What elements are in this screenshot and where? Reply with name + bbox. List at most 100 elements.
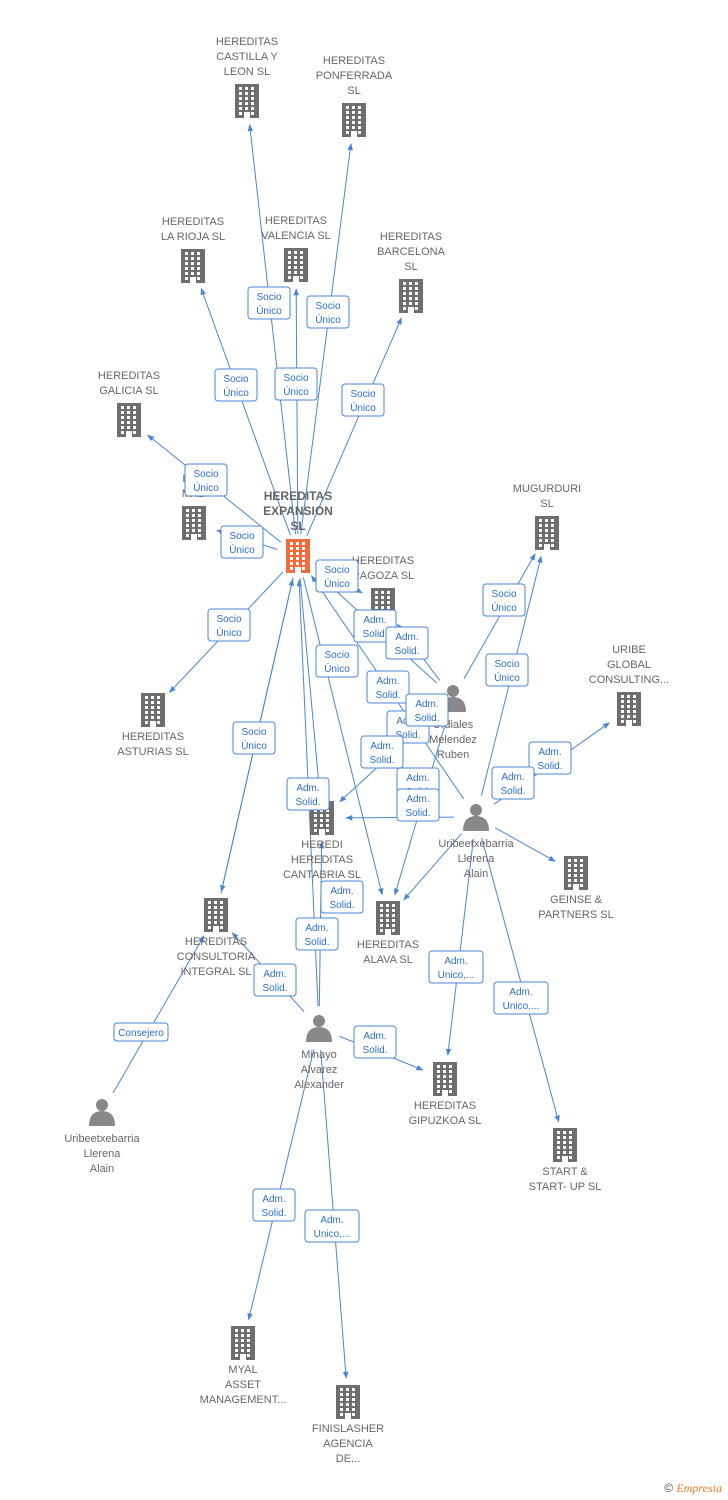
edge-label-box[interactable]: Adm.Solid.	[253, 963, 297, 997]
edge-label-text: Adm.	[444, 956, 467, 967]
copyright-footer: © Empresia	[664, 1481, 722, 1496]
node-label-line: GIPUZKOA SL	[409, 1115, 482, 1127]
node-label-line: Uribeetxebarria	[438, 838, 514, 850]
person-icon	[463, 804, 489, 831]
relationship-edge	[299, 577, 323, 795]
edge-label-box[interactable]: Adm.Solid.	[286, 777, 330, 811]
node-label-line: ASTURIAS SL	[117, 746, 189, 758]
edge-label-box[interactable]: Adm. Unico,...	[428, 950, 484, 984]
edge-label-text: Socio	[494, 659, 519, 670]
edge-label-box[interactable]: Adm.Solid.	[528, 741, 572, 775]
edge-label-text: Socio	[491, 589, 516, 600]
node-label-line: CANTABRIA SL	[283, 869, 361, 881]
edge-label-box[interactable]: Adm.Solid.	[385, 626, 429, 660]
edge-label-text: Adm.	[538, 747, 561, 758]
edge-label-box[interactable]: Adm.Solid.	[353, 1025, 397, 1059]
edge-label-box[interactable]: Adm.Solid.	[252, 1188, 296, 1222]
node-label-line: HEREDITAS	[185, 936, 247, 948]
edge-label-box[interactable]: Adm.Solid.	[320, 880, 364, 914]
node-label-line: START &	[542, 1166, 588, 1178]
edge-label-text: Adm.	[305, 923, 328, 934]
building-icon	[553, 1128, 577, 1162]
edge-label-text: Único	[216, 626, 242, 639]
company-node[interactable]: MYALASSETMANAGEMENT...	[200, 1326, 287, 1406]
edge-label-box[interactable]: Adm.Solid.	[366, 670, 410, 704]
edge-label-text: Socio	[315, 301, 340, 312]
company-node[interactable]: URIBEGLOBALCONSULTING...	[589, 644, 669, 726]
edge-label-box[interactable]: Adm.Unico,...	[493, 981, 549, 1015]
edge-label-text: Único	[324, 662, 350, 675]
edge-label-text: Único	[494, 671, 520, 684]
building-icon	[286, 539, 310, 573]
node-label-line: LA RIOJA SL	[161, 231, 225, 243]
node-label-line: Melendez	[429, 734, 477, 746]
relationship-edge	[302, 577, 384, 896]
edge-label-text: Unico,...	[438, 970, 475, 981]
node-label-line: PONFERRADA	[316, 70, 393, 82]
edge-label-box[interactable]: Adm. Solid.	[295, 917, 339, 951]
empresia-logo[interactable]: Empresia	[676, 1481, 722, 1495]
node-label-line: ASSET	[225, 1379, 261, 1391]
relationship-edge	[306, 317, 402, 537]
edge-label-text: Adm.	[376, 676, 399, 687]
edge-label-text: Socio	[229, 531, 254, 542]
edge-label-text: Solid.	[394, 646, 419, 657]
node-label-line: INTEGRAL SL	[180, 966, 251, 978]
company-node[interactable]: START &START- UP SL	[529, 1128, 602, 1193]
node-label-line: HEREDITAS	[323, 55, 385, 67]
node-label-line: MYAL	[228, 1364, 257, 1376]
edge-label-box[interactable]: Adm.Solid.	[491, 766, 535, 800]
edge-label-text: Único	[241, 739, 267, 752]
edge-label-text: Adm.	[363, 1031, 386, 1042]
edge-label-text: Solid.	[362, 629, 387, 640]
relationship-edge	[445, 838, 474, 1056]
edge-label-box[interactable]: Adm.Solid.	[360, 735, 404, 769]
node-label-line: HEREDITAS	[352, 555, 414, 567]
edge-label-text: Socio	[241, 727, 266, 738]
person-icon	[306, 1015, 332, 1042]
relationship-edge	[247, 1049, 315, 1321]
edge-label-box[interactable]: Consejero	[113, 1022, 169, 1042]
building-icon	[117, 403, 141, 437]
edge-label-box[interactable]: Adm.Unico,...	[304, 1209, 360, 1243]
company-node[interactable]: GEINSE &PARTNERS SL	[538, 856, 614, 921]
edge-label-box[interactable]: Adm.Solid.	[405, 693, 449, 727]
edge-label-text: Solid.	[329, 900, 354, 911]
company-node[interactable]: FINISLASHERAGENCIADE...	[312, 1385, 384, 1465]
edge-label-text: Solid.	[304, 937, 329, 948]
node-label-line: HEREDI	[301, 839, 343, 851]
edge-label-text: Único	[193, 481, 219, 494]
edge-label-box[interactable]: Adm.Solid.	[396, 788, 440, 822]
